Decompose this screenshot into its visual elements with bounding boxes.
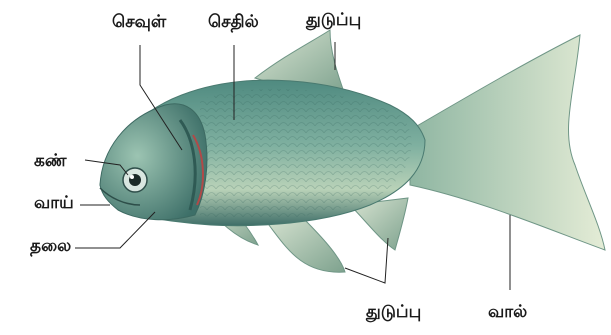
label-eye: கண் [34, 153, 67, 170]
tail-fin [410, 35, 605, 250]
label-fin-top: துடுப்பு [306, 12, 361, 29]
label-scales: செதில் [208, 14, 259, 31]
label-head: தலை [30, 238, 71, 255]
label-tail: வால் [488, 304, 527, 321]
label-mouth: வாய் [34, 195, 74, 212]
label-gills: செவுள் [112, 14, 166, 31]
label-fin-bottom: துடுப்பு [366, 304, 421, 321]
